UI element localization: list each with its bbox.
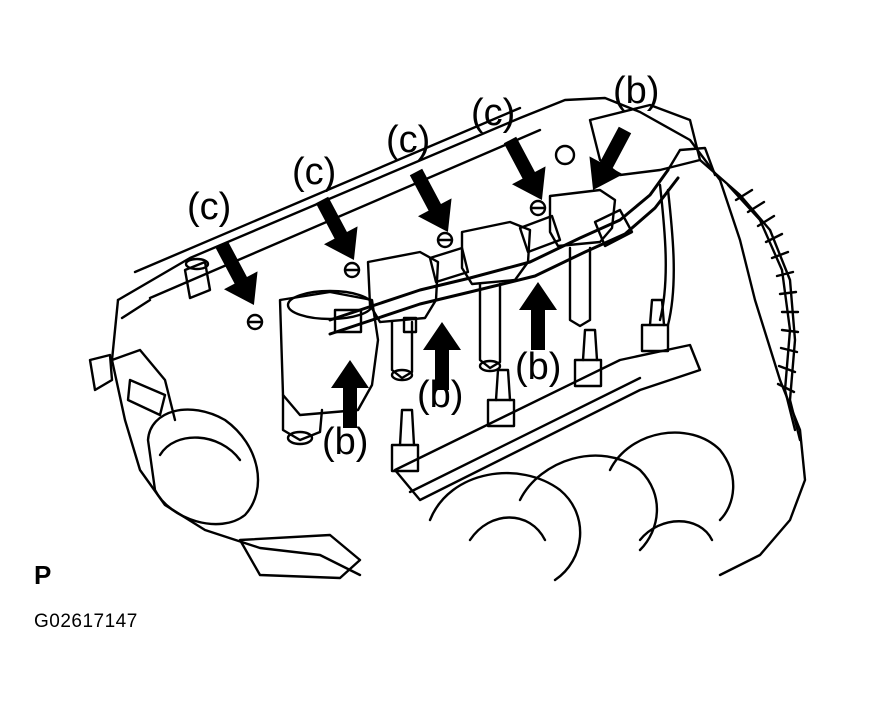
wire-harness bbox=[328, 168, 670, 322]
arrow-b-1 bbox=[331, 360, 369, 428]
callout-c-1: (c) bbox=[187, 186, 232, 228]
head-cover-outline bbox=[116, 96, 807, 577]
callout-b-4: (b) bbox=[322, 421, 369, 463]
callout-c-3: (c) bbox=[386, 119, 431, 161]
arrow-b-4 bbox=[576, 121, 642, 199]
callout-b-2: (b) bbox=[515, 346, 562, 388]
ignition-coil-3 bbox=[460, 220, 532, 286]
callout-c-2: (c) bbox=[292, 151, 337, 193]
arrow-c-3 bbox=[399, 163, 465, 241]
figure-id: G02617147 bbox=[34, 611, 138, 632]
callout-b-1: (b) bbox=[613, 70, 660, 112]
arrow-c-2 bbox=[305, 191, 371, 269]
ignition-coil-4 bbox=[548, 188, 617, 248]
view-letter: P bbox=[34, 560, 52, 590]
ignition-coil-2 bbox=[366, 250, 440, 324]
ignition-coil-1 bbox=[278, 290, 380, 417]
callout-c-4: (c) bbox=[471, 92, 516, 134]
arrow-b-3 bbox=[519, 282, 557, 350]
callout-b-3: (b) bbox=[417, 374, 464, 416]
